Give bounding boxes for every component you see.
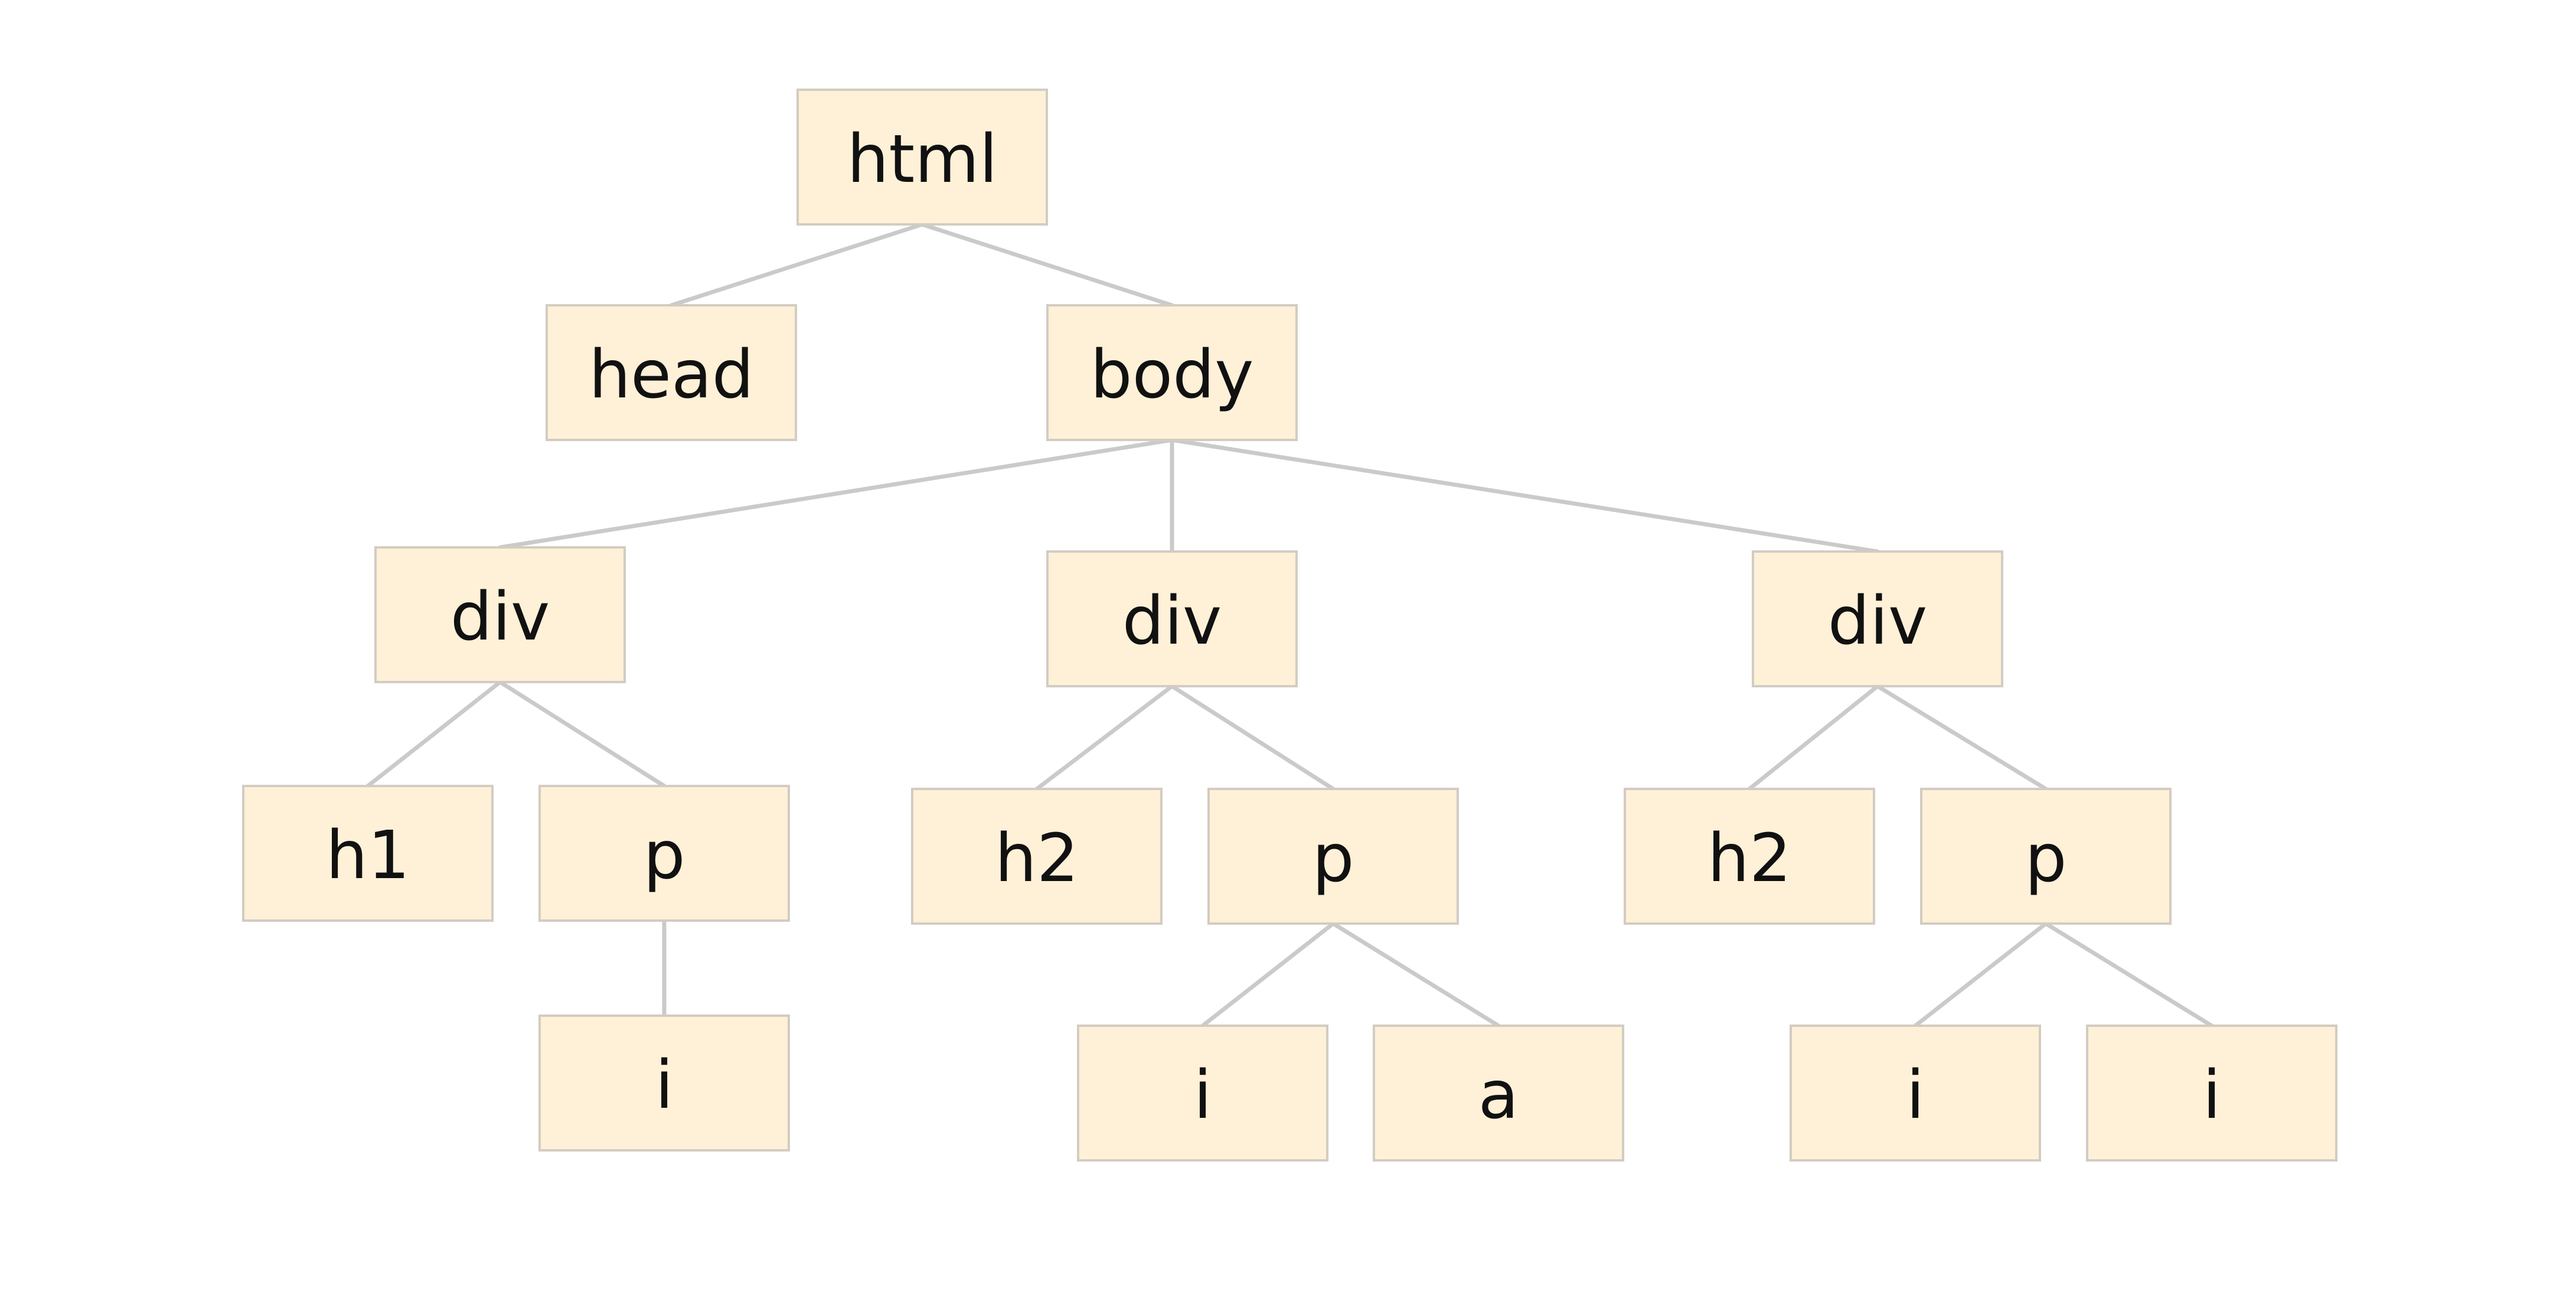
node-label: div — [1828, 583, 1928, 660]
edge-p3-i3 — [1913, 921, 2048, 1028]
node-label: h1 — [326, 817, 410, 894]
edge-body-div3 — [1170, 438, 1880, 554]
edge-p2-a1 — [1331, 921, 1501, 1028]
node-p-2: p — [1207, 788, 1459, 925]
node-p-3: p — [1920, 788, 2172, 925]
node-label: div — [1122, 583, 1222, 660]
edge-html-body — [920, 222, 1174, 308]
node-a: a — [1373, 1025, 1624, 1162]
node-h2-2: h2 — [1624, 788, 1875, 925]
node-div-2: div — [1046, 550, 1298, 687]
node-div-1: div — [374, 546, 626, 683]
edge-body-div1 — [498, 438, 1174, 550]
edge-p2-i2 — [1200, 921, 1336, 1028]
node-p-1: p — [538, 785, 790, 922]
node-html: html — [796, 89, 1048, 226]
node-label: html — [847, 121, 997, 198]
edge-html-head — [669, 222, 925, 308]
node-div-3: div — [1752, 550, 2003, 687]
node-i-4: i — [2086, 1025, 2337, 1162]
node-label: div — [450, 579, 550, 655]
edge-p3-i4 — [2043, 921, 2214, 1028]
node-label: body — [1091, 337, 1254, 413]
node-i-3: i — [1790, 1025, 2041, 1162]
edge-div1-p1 — [498, 680, 667, 788]
node-label: i — [1193, 1057, 1212, 1134]
node-label: a — [1478, 1057, 1519, 1134]
tree-edges — [365, 222, 2214, 1028]
node-label: p — [643, 817, 685, 894]
node-h1: h1 — [242, 785, 494, 922]
edge-div3-p3 — [1875, 684, 2048, 791]
node-label: i — [655, 1047, 673, 1124]
node-i-2: i — [1077, 1025, 1328, 1162]
node-head: head — [546, 304, 797, 441]
node-label: p — [2025, 820, 2066, 897]
edge-div2-p2 — [1170, 684, 1336, 791]
node-label: head — [589, 337, 754, 413]
node-label: h2 — [1707, 820, 1791, 897]
node-label: i — [2202, 1057, 2221, 1134]
node-label: i — [1906, 1057, 1924, 1134]
edge-div1-h1 — [365, 680, 502, 788]
edge-div2-h2a — [1034, 684, 1174, 791]
node-body: body — [1046, 304, 1298, 441]
node-label: h2 — [995, 820, 1079, 897]
node-i-1: i — [538, 1015, 790, 1152]
edge-div3-h2b — [1747, 684, 1880, 791]
node-label: p — [1312, 820, 1354, 897]
node-h2-1: h2 — [911, 788, 1163, 925]
